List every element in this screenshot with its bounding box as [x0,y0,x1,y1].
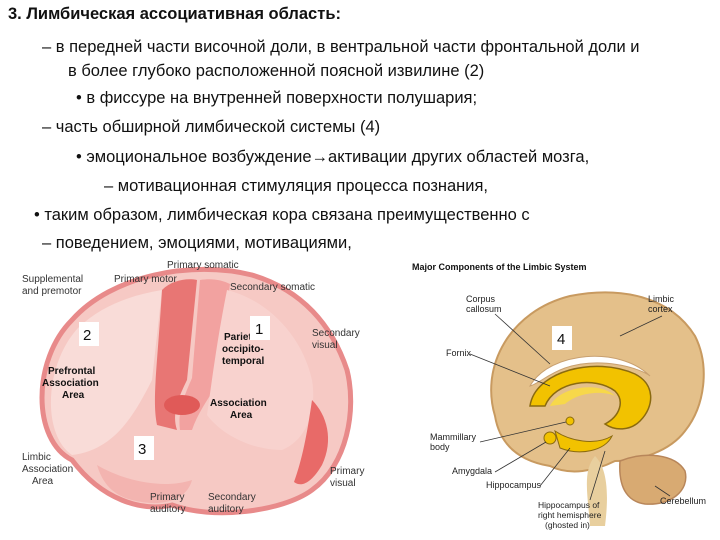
marker-4-box [552,326,572,350]
bullet-line: – мотивационная стимуляция процесса позн… [104,177,489,195]
label-secondary-somatic: Secondary somatic [230,282,315,293]
label-primary-auditory: Primary [150,492,184,503]
label-hippocampus: Hippocampus [486,480,542,490]
label-corpus-callosum-2: callosum [466,304,502,314]
label-hippocampus-right: Hippocampus of [538,500,600,510]
limbic-ring-shape [529,365,652,430]
label-secondary-visual-2: visual [312,340,338,351]
label-parieto-3: temporal [222,356,264,367]
label-secondary-auditory-2: auditory [208,504,244,515]
label-hippocampus-right-3: (ghosted in) [545,520,590,530]
marker-3: 3 [138,441,146,458]
label-secondary-visual: Secondary [312,328,360,339]
fornix-shape [550,387,615,406]
parieto-occipito-temporal-area [207,290,314,450]
bullet-line: – в передней части височной доли, в вент… [42,38,640,56]
slide-title: 3. Лимбическая ассоциативная область: [8,5,341,23]
marker-3-box [134,436,154,460]
corpus-callosum-shape [528,355,651,387]
label-secondary-auditory: Secondary [208,492,256,503]
leader-lines [469,313,671,501]
label-limbic-cortex: Limbic [648,294,675,304]
prefrontal-region [50,290,162,455]
label-limbic-area-2: Association [22,464,73,475]
label-mammillary: Mammillary [430,432,476,442]
bullet-line: – поведением, эмоциями, мотивациями, [42,234,352,252]
brainstem-shape [586,456,607,526]
bullet-line: в более глубоко расположенной поясной из… [68,62,485,80]
label-mammillary-2: body [430,442,450,452]
cortex-areas-figure: Primary somatic Supplemental and premoto… [22,260,364,516]
label-primary-motor: Primary motor [114,274,177,285]
primary-auditory-area [164,395,200,415]
label-limbic-area-3: Area [32,476,54,487]
label-amygdala: Amygdala [452,466,492,476]
label-hippocampus-right-2: right hemisphere [538,510,602,520]
amygdala-shape [543,431,557,445]
label-supplemental: Supplemental [22,274,83,285]
marker-4: 4 [557,331,565,348]
mammillary-body-shape [565,416,575,426]
bullet-line: • эмоциональное возбуждение→активации др… [76,148,590,166]
label-primary-visual: Primary [330,466,364,477]
primary-somatic-strip [179,279,230,430]
limbic-association-area [97,465,192,504]
label-prefrontal-3: Area [62,390,85,401]
hippocampus-shape [554,429,614,453]
primary-visual-area [294,400,329,485]
cerebellum-shape [619,454,687,505]
label-corpus-callosum: Corpus [466,294,496,304]
label-primary-somatic: Primary somatic [167,260,239,271]
label-parieto-5: Area [230,410,253,421]
label-limbic-cortex-2: cortex [648,304,673,314]
label-fornix: Fornix [446,348,472,358]
label-prefrontal-2: Association [42,378,99,389]
primary-motor-strip [154,279,197,430]
label-primary-visual-2: visual [330,478,356,489]
label-premotor: and premotor [22,286,82,297]
label-parieto-2: occipito- [222,344,264,355]
bullet-line: • в фиссуре на внутренней поверхности по… [76,89,478,107]
label-parieto: Parieto- [224,332,261,343]
marker-2-box [79,322,99,346]
label-parieto-4: Association [210,398,267,409]
marker-2: 2 [83,327,91,344]
marker-1-box [250,316,270,340]
label-primary-auditory-2: auditory [150,504,186,515]
limbic-system-figure: Major Components of the Limbic System Co… [412,262,706,530]
bullet-line: • таким образом, лимбическая кора связан… [34,206,530,224]
label-limbic-area: Limbic [22,452,51,463]
bullet-line: – часть обширной лимбической системы (4) [42,118,381,136]
label-cerebellum: Cerebellum [660,496,706,506]
label-prefrontal: Prefrontal [48,366,95,377]
figure-title: Major Components of the Limbic System [412,262,587,272]
marker-1: 1 [255,321,263,338]
